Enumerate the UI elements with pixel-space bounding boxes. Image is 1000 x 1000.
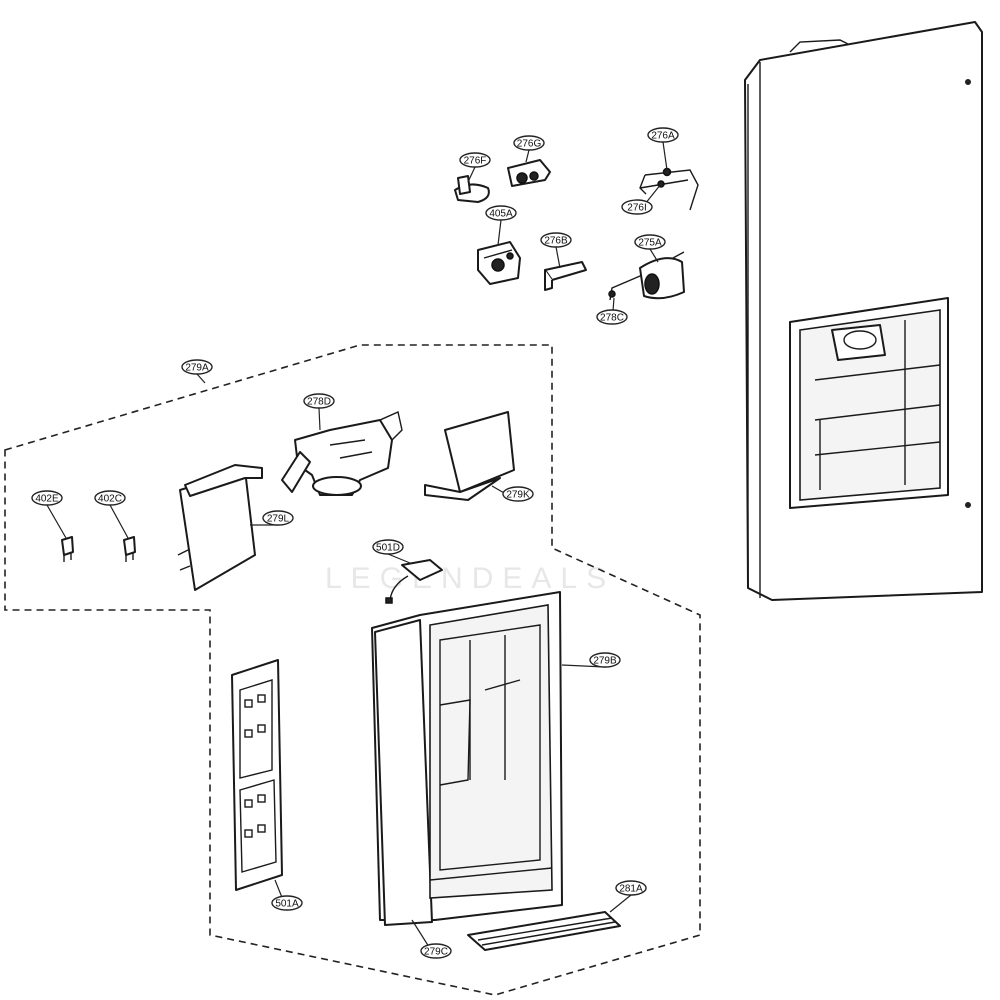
callout-label: 278D xyxy=(307,397,331,408)
callout-oval xyxy=(94,490,126,506)
callout-oval xyxy=(502,486,534,502)
part-275A-278C xyxy=(608,251,685,301)
callout-label: 276G xyxy=(517,139,542,150)
callout-281a: 281A xyxy=(609,880,647,913)
callout-label: 501A xyxy=(275,899,299,910)
callout-leader-line xyxy=(609,894,632,913)
callout-oval xyxy=(372,539,404,555)
callout-label: 501D xyxy=(376,543,400,554)
callout-leader-line xyxy=(525,149,530,163)
callout-label: 279B xyxy=(593,656,617,667)
callout-278d: 278D xyxy=(303,393,335,431)
callout-label: 279C xyxy=(424,947,448,958)
callout-label: 279K xyxy=(506,490,530,501)
callout-label: 279L xyxy=(267,514,290,525)
callout-402c: 402C xyxy=(94,490,129,539)
callout-278c: 278C xyxy=(596,297,628,325)
part-276A-276I xyxy=(639,167,699,211)
callout-501a: 501A xyxy=(271,879,303,911)
callout-leader-line xyxy=(109,504,129,539)
callout-405a: 405A xyxy=(485,205,517,246)
callout-leader-line xyxy=(497,219,502,246)
callout-label: 279A xyxy=(185,363,209,374)
callout-label: 276A xyxy=(651,131,675,142)
callout-layer: 276F 276G 276A 276I 405A 276B 275A 278C 279A 278D… xyxy=(31,127,679,959)
callout-label: 281A xyxy=(619,884,643,895)
part-279K xyxy=(424,411,515,501)
part-501D xyxy=(385,559,443,604)
callout-label: 402E xyxy=(35,494,59,505)
callout-oval xyxy=(262,510,294,526)
callout-label: 276F xyxy=(464,156,487,167)
callout-oval xyxy=(615,880,647,896)
callout-label: 405A xyxy=(489,209,513,220)
callout-label: 402C xyxy=(98,494,122,505)
part-281A xyxy=(467,911,621,951)
callout-276b: 276B xyxy=(540,232,572,269)
part-276G xyxy=(507,159,551,187)
callout-oval xyxy=(271,895,303,911)
callout-leader-line xyxy=(649,248,659,263)
callout-leader-line xyxy=(662,141,668,171)
callout-501d: 501D xyxy=(372,539,411,564)
watermark-text: LEGENDEALS xyxy=(325,562,615,595)
callout-279l: 279L xyxy=(250,510,294,526)
callout-276i: 276I xyxy=(621,183,662,215)
refrigerator-door xyxy=(744,21,983,601)
callout-276a: 276A xyxy=(647,127,679,171)
callout-leader-line xyxy=(467,166,476,183)
callout-oval xyxy=(621,199,653,215)
part-279B-279C xyxy=(371,591,563,926)
callout-275a: 275A xyxy=(634,234,666,263)
callout-oval xyxy=(513,135,545,151)
callout-oval xyxy=(420,943,452,959)
callout-label: 276B xyxy=(544,236,568,247)
callout-276f: 276F xyxy=(459,152,491,183)
callout-leader-line xyxy=(196,373,206,384)
callout-oval xyxy=(485,205,517,221)
callout-402e: 402E xyxy=(31,490,67,539)
callout-oval xyxy=(596,309,628,325)
part-276F xyxy=(454,175,490,203)
callout-oval xyxy=(31,490,63,506)
callout-279a: 279A xyxy=(181,359,213,384)
part-501A xyxy=(231,659,283,891)
part-402E xyxy=(61,536,74,562)
callout-279c: 279C xyxy=(411,919,452,959)
callout-label: 276I xyxy=(627,203,646,214)
callout-oval xyxy=(303,393,335,409)
assembly-boundary xyxy=(4,344,701,996)
callout-oval xyxy=(181,359,213,375)
callout-oval xyxy=(634,234,666,250)
part-405A xyxy=(477,241,521,285)
callout-oval xyxy=(540,232,572,248)
callout-279k: 279K xyxy=(491,485,534,502)
part-276B xyxy=(544,261,587,291)
part-278D xyxy=(281,411,403,496)
callout-oval xyxy=(647,127,679,143)
callout-label: 278C xyxy=(600,313,624,324)
callout-leader-line xyxy=(318,407,321,431)
callout-leader-line xyxy=(387,553,411,564)
callout-label: 275A xyxy=(638,238,662,249)
callout-oval xyxy=(589,652,621,668)
callout-276g: 276G xyxy=(513,135,545,163)
callout-leader-line xyxy=(555,246,561,269)
callout-oval xyxy=(459,152,491,168)
part-402C xyxy=(123,536,136,562)
callout-leader-line xyxy=(46,504,67,539)
callout-279b: 279B xyxy=(561,652,621,668)
part-279L xyxy=(177,464,263,591)
